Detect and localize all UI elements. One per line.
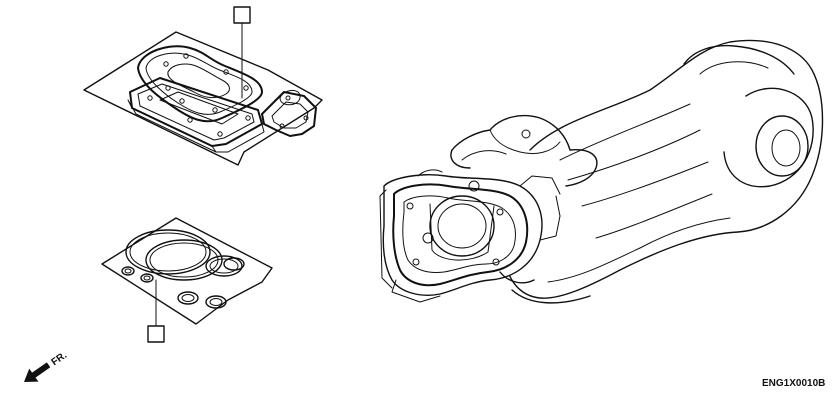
upper-gasket-kit — [83, 6, 323, 166]
large-oring-2 — [145, 239, 223, 281]
callout-box-upper — [233, 6, 251, 24]
oring-small-3 — [177, 291, 199, 305]
gasket-sheet-upper — [83, 31, 323, 166]
small-seal-1 — [121, 266, 135, 276]
oring-small-4 — [205, 295, 227, 309]
engine-assembly — [379, 39, 824, 304]
engine-block — [451, 114, 598, 187]
head-gasket-installed — [392, 183, 529, 287]
head-cover-gasket — [137, 45, 263, 123]
lower-oring-kit — [101, 217, 273, 343]
cylinder-bore — [429, 195, 495, 257]
clutch-cover-boss — [755, 115, 809, 177]
arrow-icon — [24, 362, 51, 382]
crankcase-cover — [505, 39, 824, 299]
cylinder-head — [382, 174, 543, 296]
front-arrow-label: FR. — [50, 350, 70, 368]
callout-box-lower — [147, 325, 165, 343]
medium-oring-1 — [205, 255, 243, 277]
small-seal-2 — [140, 273, 154, 283]
small-gasket — [261, 91, 317, 137]
front-direction-arrow: FR. — [24, 350, 70, 382]
oring-sheet-lower — [101, 217, 273, 325]
medium-oring-2 — [223, 257, 245, 271]
large-oring-1 — [125, 229, 211, 275]
diagram-code: ENG1X0010B — [762, 378, 825, 389]
